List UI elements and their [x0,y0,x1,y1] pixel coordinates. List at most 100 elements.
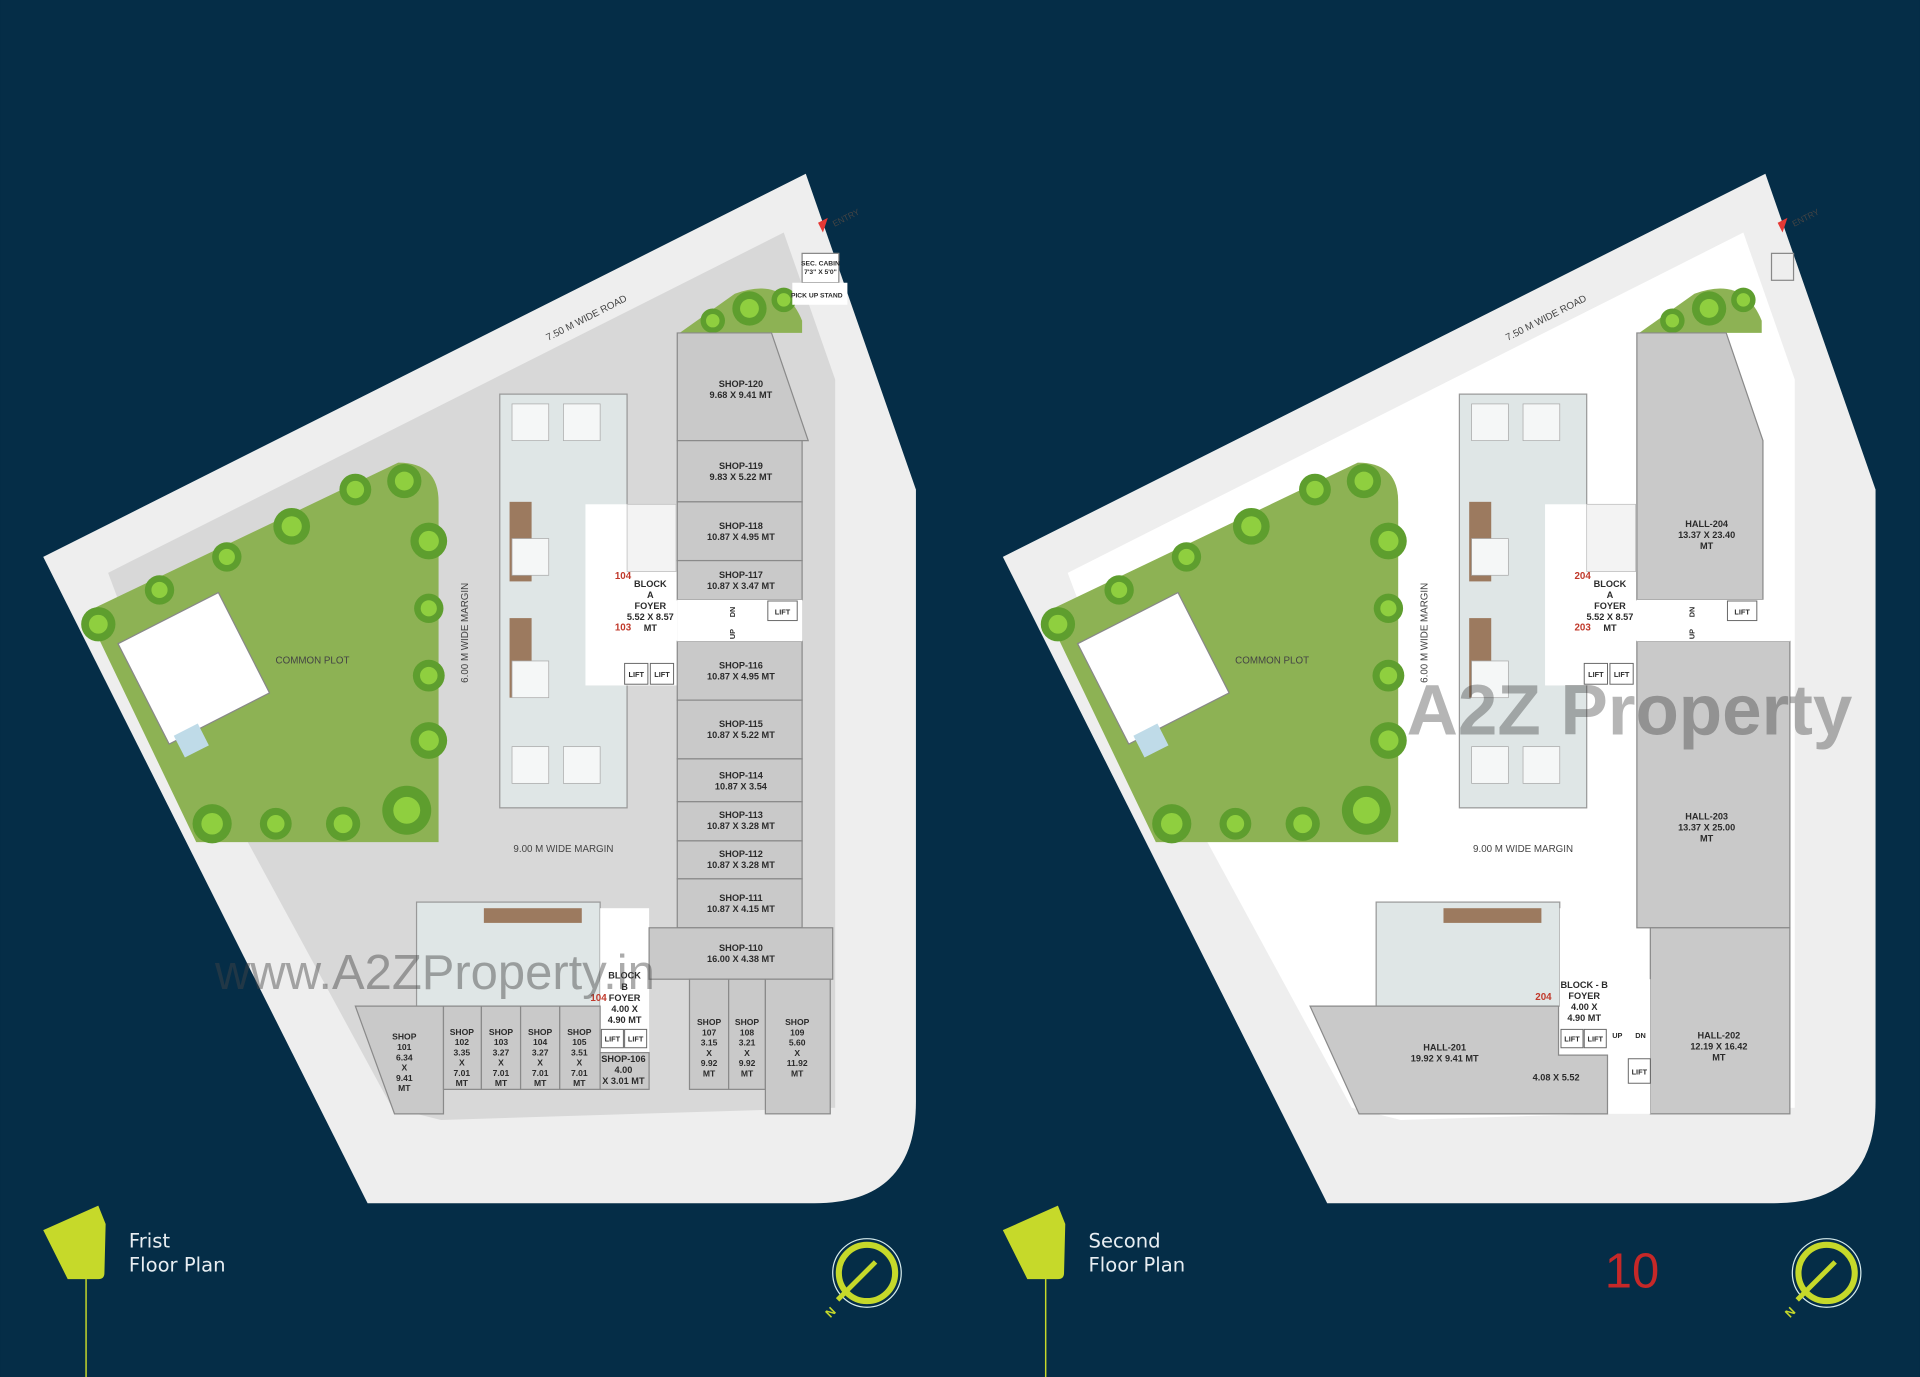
side-margin-label: 6.00 M WIDE MARGIN [1420,583,1431,683]
room-label: X [459,1058,465,1068]
sec-cabin-size: 7'3" X 5'0" [804,269,837,276]
room-label: 10.87 X 4.95 MT [707,671,775,681]
room-label: X [706,1048,712,1058]
shop[interactable] [676,840,803,880]
pickup-stand-label: PICK UP STAND [791,292,843,299]
shop[interactable] [676,758,803,803]
room-label: SHOP-120 [719,379,763,389]
shop[interactable] [676,559,803,601]
foyer-a-label: FOYER [1594,601,1626,611]
room-label: 7.01 [532,1068,549,1078]
sec-cabin-label: SEC. CABIN [801,261,840,268]
room-label: SHOP [697,1017,722,1027]
room-label: 5.60 [789,1038,806,1048]
foyer-b-label: 4.00 X [611,1004,638,1014]
room-label: MT [456,1078,469,1088]
room-label: HALL-203 [1685,812,1728,822]
room-label: SHOP-119 [719,461,763,471]
clubhouse [1076,591,1230,745]
shop[interactable] [676,801,803,842]
room-label: 109 [790,1027,805,1037]
plan-title-line1: Frist [129,1229,171,1252]
stair-up-label: UP [1687,629,1696,639]
room-label: SHOP [567,1027,592,1037]
foyer-a-label: 5.52 X 8.57 [1586,612,1633,622]
plan-title-line2: Floor Plan [1089,1254,1186,1277]
room-label: SHOP-111 [719,893,762,903]
lift [1560,1028,1584,1049]
shop[interactable] [648,927,834,980]
hall[interactable] [1636,640,1791,929]
foyer-a-label: FOYER [635,601,667,611]
title-marker-icon [1002,1205,1066,1280]
lift-label: LIFT [628,1035,644,1044]
foyer-a-label: 5.52 X 8.57 [627,612,674,622]
lift [600,1028,624,1049]
room-label: 10.87 X 3.28 MT [707,821,775,831]
shop[interactable] [442,1005,483,1090]
room-label: 104 [533,1037,548,1047]
shop[interactable] [728,978,766,1090]
room-label: 3.35 [454,1047,471,1057]
foyer-a-label: A [1607,590,1614,600]
room-label: SHOP-117 [719,570,763,580]
room-label: 7.01 [493,1068,510,1078]
room-label: 105 [572,1037,587,1047]
room-label: SHOP-116 [719,660,763,670]
room-label: 4.08 X 5.52 [1533,1072,1580,1082]
shop[interactable] [764,978,831,1115]
room-label: X [498,1058,504,1068]
room-label: 11.92 [787,1058,808,1068]
shop[interactable] [559,1005,601,1090]
room-label: 13.37 X 23.40 [1678,530,1735,540]
foyer-b-label: 4.90 MT [1567,1013,1601,1023]
room-label: MT [534,1078,547,1088]
hall[interactable] [1649,927,1791,1115]
room-label: SHOP [450,1027,475,1037]
room-label: X [576,1058,582,1068]
room-label: MT [573,1078,586,1088]
room-label: 12.19 X 16.42 [1690,1042,1747,1052]
watermark: A2Z Property [1407,671,1853,750]
shop[interactable] [676,640,803,701]
lift-label: LIFT [1734,607,1750,616]
shop[interactable] [599,1052,650,1090]
block-b-foyer [600,908,650,1053]
unit-number: 204 [1574,571,1591,582]
stair-down-label: DN [728,607,737,618]
clubhouse [117,591,271,745]
room-label: HALL-202 [1697,1031,1740,1041]
shop[interactable] [676,699,803,760]
shop[interactable] [676,501,803,562]
room-label: 9.92 [739,1058,756,1068]
shop[interactable] [688,978,730,1090]
common-plot-label: COMMON PLOT [276,655,350,666]
room-label: 3.27 [493,1047,510,1057]
foyer-b-label: BLOCK - B [1561,980,1609,990]
shop[interactable] [354,1005,445,1115]
room-label: 4.00 [614,1065,632,1075]
lift [1627,1058,1651,1084]
room-label: 108 [740,1027,755,1037]
room-label: SHOP-113 [719,810,763,820]
room-label: X [744,1048,750,1058]
room-label: SHOP-115 [719,719,763,729]
hall[interactable] [1636,332,1764,601]
room-label: 10.87 X 5.22 MT [707,730,775,740]
lift [624,1028,648,1049]
stair-up-label: UP [728,629,737,639]
room-label: 10.87 X 4.15 MT [707,904,775,914]
hall[interactable] [1309,1005,1609,1115]
lift-label: LIFT [1588,670,1604,679]
side-margin-label: 6.00 M WIDE MARGIN [460,583,471,683]
shop[interactable] [519,1005,561,1090]
room-label: MT [741,1068,754,1078]
shop[interactable] [676,332,810,442]
lift [1583,662,1608,685]
foyer-b-label: B [621,982,628,992]
unit-number: 203 [1574,622,1591,633]
common-plot-label: COMMON PLOT [1235,655,1309,666]
